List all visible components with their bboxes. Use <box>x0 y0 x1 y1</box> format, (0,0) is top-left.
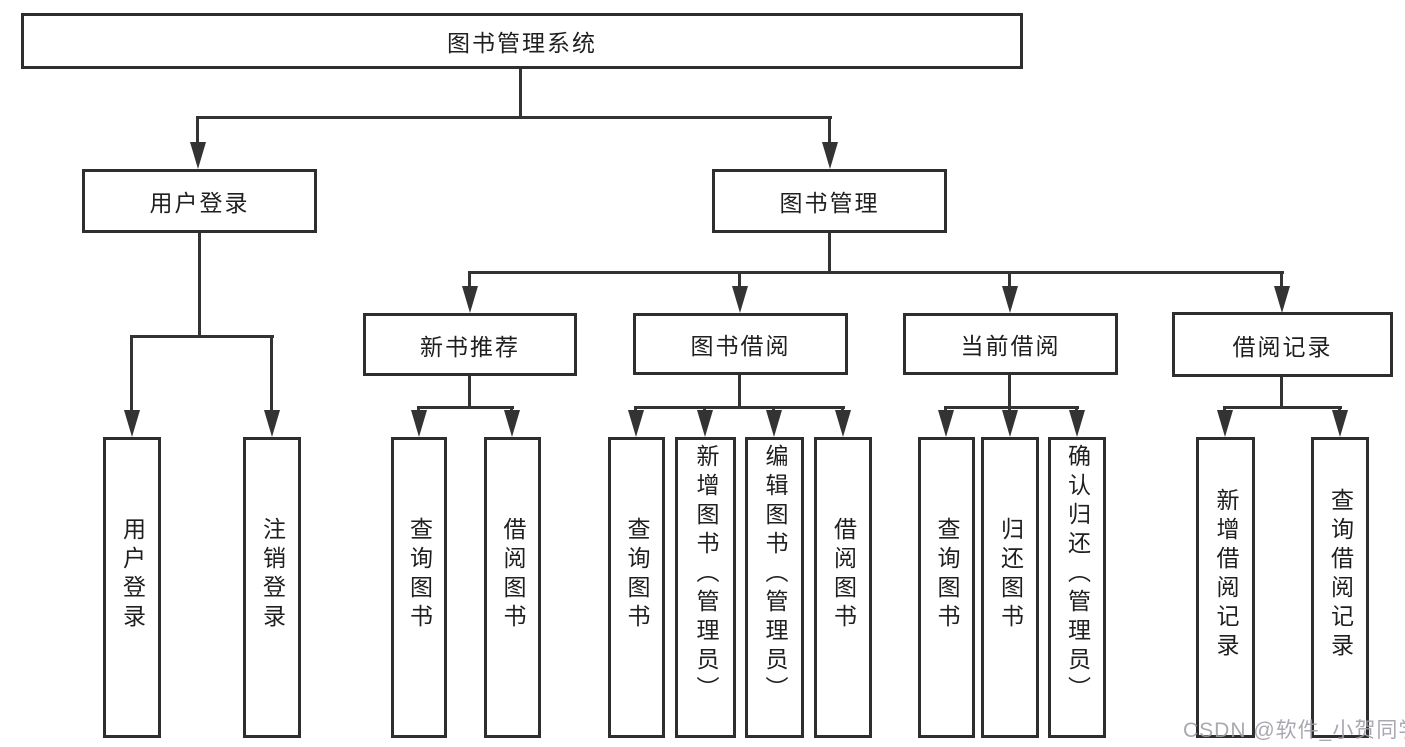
leaf-add-book-admin: 新增图书（管理员） <box>675 437 736 738</box>
arrow-down-icon <box>766 410 782 437</box>
arrow-down-icon <box>822 142 838 169</box>
connector-to-book-borrowing <box>738 271 741 289</box>
connector-to-leaf-logout <box>270 335 273 413</box>
leaf-user-login: 用户登录 <box>103 437 161 738</box>
leaf-return-books: 归还图书 <box>981 437 1039 738</box>
connector-leaf-stem <box>1338 406 1341 413</box>
connector-leaf-stem <box>634 406 637 413</box>
leaf-query-books-current: 查询图书 <box>918 437 975 738</box>
node-borrowing-records: 借阅记录 <box>1172 312 1393 377</box>
leaf-query-borrow-record: 查询借阅记录 <box>1311 437 1369 738</box>
connector-user-login-rail <box>130 335 274 338</box>
connector-leaf-stem <box>703 406 706 413</box>
leaf-logout: 注销登录 <box>243 437 301 738</box>
connector-leaf-stem <box>944 406 947 413</box>
connector-book-borrowing-rail <box>634 406 845 409</box>
connector-leaf-stem <box>1223 406 1226 413</box>
connector-book-borrowing-stem <box>738 375 741 409</box>
connector-borrowing-records-rail <box>1223 406 1342 409</box>
arrow-down-icon <box>1217 410 1233 437</box>
connector-leaf-stem <box>510 406 513 413</box>
connector-new-book-recommendation-rail <box>417 406 514 409</box>
leaf-query-books-borrowing: 查询图书 <box>608 437 665 738</box>
leaf-add-borrow-record: 新增借阅记录 <box>1196 437 1255 738</box>
arrow-down-icon <box>1002 286 1018 313</box>
connector-leaf-stem <box>841 406 844 413</box>
node-book-management: 图书管理 <box>712 169 947 233</box>
csdn-watermark: CSDN @软件_小贺同学 <box>1183 719 1405 742</box>
connector-leaf-stem <box>1008 406 1011 413</box>
node-new-book-recommendation: 新书推荐 <box>363 313 577 376</box>
connector-root-stem <box>519 69 522 117</box>
leaf-borrow-books-recommend: 借阅图书 <box>484 437 541 738</box>
connector-current-borrowing-rail <box>944 406 1079 409</box>
connector-to-user-login <box>196 116 199 146</box>
connector-leaf-stem <box>417 406 420 413</box>
connector-leaf-stem <box>1075 406 1078 413</box>
node-current-borrowing: 当前借阅 <box>903 313 1118 375</box>
arrow-down-icon <box>938 410 954 437</box>
arrow-down-icon <box>697 410 713 437</box>
leaf-edit-book-admin: 编辑图书（管理员） <box>745 437 804 738</box>
connector-leaf-stem <box>772 406 775 413</box>
arrow-down-icon <box>264 410 280 437</box>
connector-current-borrowing-stem <box>1008 375 1011 409</box>
arrow-down-icon <box>835 410 851 437</box>
node-user-login: 用户登录 <box>82 169 317 233</box>
connector-to-book-management <box>828 116 831 146</box>
connector-root-rail <box>196 116 832 119</box>
connector-to-current-borrowing <box>1008 271 1011 289</box>
arrow-down-icon <box>504 410 520 437</box>
connector-to-leaf-user-login <box>130 335 133 413</box>
connector-borrowing-records-stem <box>1280 377 1283 408</box>
connector-user-login-stem <box>198 233 201 337</box>
arrow-down-icon <box>124 410 140 437</box>
node-book-borrowing: 图书借阅 <box>633 313 848 375</box>
arrow-down-icon <box>462 286 478 313</box>
node-root: 图书管理系统 <box>21 13 1023 69</box>
arrow-down-icon <box>1274 286 1290 313</box>
arrow-down-icon <box>190 142 206 169</box>
arrow-down-icon <box>1069 410 1085 437</box>
arrow-down-icon <box>1002 410 1018 437</box>
connector-to-new-book-recommendation <box>468 271 471 289</box>
connector-new-book-recommendation-stem <box>468 376 471 409</box>
leaf-query-books-recommend: 查询图书 <box>391 437 447 738</box>
leaf-confirm-return-admin: 确认归还（管理员） <box>1048 437 1106 738</box>
arrow-down-icon <box>411 410 427 437</box>
arrow-down-icon <box>1332 410 1348 437</box>
connector-book-management-stem <box>828 233 831 274</box>
arrow-down-icon <box>628 410 644 437</box>
arrow-down-icon <box>732 286 748 313</box>
connector-book-management-rail <box>468 271 1284 274</box>
leaf-borrow-books-borrowing: 借阅图书 <box>814 437 872 738</box>
connector-to-borrowing-records <box>1280 271 1283 289</box>
